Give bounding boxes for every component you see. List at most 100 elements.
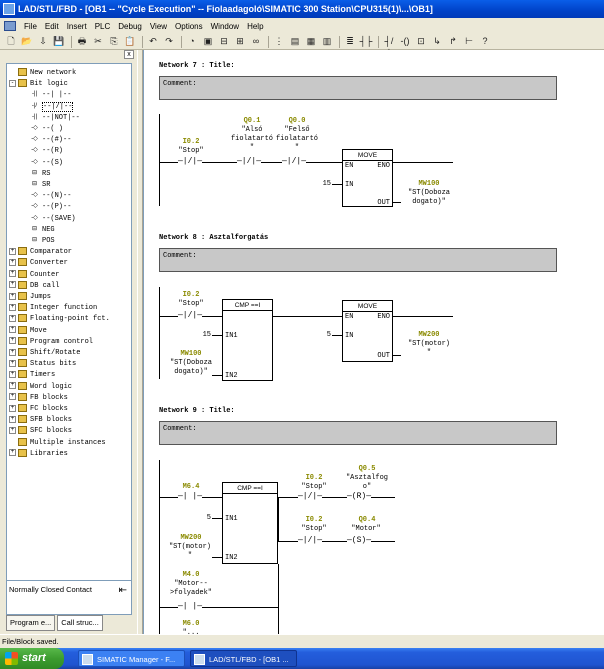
tree-item[interactable]: +SFB blocks — [9, 413, 72, 424]
n7-contact1[interactable]: —|/|— — [178, 157, 203, 166]
info-key-icon[interactable]: ⇤ — [118, 585, 127, 596]
menu-file[interactable]: File — [24, 21, 37, 31]
tree-item[interactable]: +FB blocks — [9, 391, 68, 402]
expand-icon[interactable]: + — [9, 247, 16, 255]
expand-icon[interactable]: + — [9, 370, 16, 378]
undo-icon[interactable]: ↶ — [149, 36, 157, 46]
tree-item[interactable]: +Move — [9, 324, 47, 335]
expand-icon[interactable]: + — [9, 337, 16, 345]
paste-icon[interactable]: 📋 — [124, 36, 136, 46]
tree-item[interactable]: +Libraries — [9, 447, 68, 458]
menu-window[interactable]: Window — [210, 21, 240, 31]
expand-icon[interactable]: + — [9, 348, 16, 356]
tree-item[interactable]: -||--| |-- — [21, 88, 71, 99]
tree-item[interactable]: +Word logic — [9, 380, 72, 391]
tree-item[interactable]: +Floating-point fct. — [9, 312, 110, 323]
branch-icon[interactable]: ⊞ — [236, 36, 244, 46]
expand-icon[interactable]: + — [9, 326, 16, 334]
tree-item[interactable]: +Jumps — [9, 290, 51, 301]
network-8-comment[interactable]: Comment: — [159, 248, 557, 272]
expand-icon[interactable]: + — [9, 270, 16, 278]
box-icon[interactable]: ⊡ — [417, 36, 425, 46]
tree-item[interactable]: +Timers — [9, 368, 55, 379]
tree-item[interactable]: -◇--(S) — [21, 156, 63, 167]
print-icon[interactable]: 🖶 — [77, 36, 87, 46]
n7-contact3[interactable]: —|/|— — [282, 157, 307, 166]
n8-move-box[interactable]: MOVE EN ENO IN OUT — [342, 300, 393, 362]
tree-item[interactable]: -Bit logic — [9, 77, 68, 88]
branch-open-icon[interactable]: ↳ — [433, 36, 441, 46]
expand-icon[interactable]: + — [9, 404, 16, 412]
new-icon[interactable]: 🗋 — [7, 36, 15, 46]
tree-item[interactable]: +Status bits — [9, 357, 76, 368]
tree-item[interactable]: +Counter — [9, 268, 59, 279]
ladder-editor[interactable]: Network 7 : Title: Comment: I0.2 "Stop" … — [143, 50, 604, 634]
tree-item[interactable]: -||--|NOT|-- — [21, 111, 80, 122]
n7-contact2[interactable]: —|/|— — [237, 157, 262, 166]
help-icon[interactable]: ? — [482, 36, 488, 46]
menu-options[interactable]: Options — [175, 21, 203, 31]
n8-cmp-box[interactable]: CMP ==I IN1 IN2 — [222, 299, 273, 381]
start-button[interactable]: start — [0, 648, 64, 669]
n9-coil1-reset[interactable]: —(R)— — [347, 492, 372, 501]
lad-icon[interactable]: ▦ — [306, 36, 316, 46]
network-8-title[interactable]: Network 8 : Asztalforgatás — [159, 234, 269, 242]
collapse-icon[interactable]: - — [9, 79, 16, 87]
menu-view[interactable]: View — [149, 21, 168, 31]
contact-no-icon[interactable]: ┤├ — [359, 36, 373, 46]
taskbar-simatic-manager[interactable]: SIMATIC Manager - F... — [78, 650, 185, 667]
tree-item[interactable]: +DB call — [9, 279, 59, 290]
network-9-title[interactable]: Network 9 : Title: — [159, 407, 235, 415]
n9-contact3[interactable]: —|/|— — [298, 536, 323, 545]
close-pane-icon[interactable]: x — [124, 50, 134, 59]
cut-icon[interactable]: ✂ — [94, 36, 102, 46]
expand-icon[interactable]: + — [9, 292, 16, 300]
expand-icon[interactable]: + — [9, 281, 16, 289]
tree-item[interactable]: -◇--(SAVE) — [21, 212, 75, 223]
download-icon[interactable]: ⇩ — [39, 36, 47, 46]
n9-coil2-set[interactable]: —(S)— — [347, 536, 372, 545]
expand-icon[interactable]: + — [9, 426, 16, 434]
network-7-comment[interactable]: Comment: — [159, 76, 557, 100]
expand-icon[interactable]: + — [9, 382, 16, 390]
branch-close-icon[interactable]: ↱ — [449, 36, 457, 46]
toggle-icon[interactable]: ⋮ — [274, 36, 284, 46]
expand-icon[interactable]: + — [9, 449, 16, 457]
expand-icon[interactable]: + — [9, 303, 16, 311]
tree-item[interactable]: Multiple instances — [9, 436, 106, 447]
network-icon[interactable]: ⊟ — [220, 36, 228, 46]
expand-icon[interactable]: + — [9, 415, 16, 423]
n9-contact1[interactable]: —| |— — [178, 492, 203, 501]
tab-program-elements[interactable]: Program e... — [6, 615, 56, 631]
tree-item[interactable]: New network — [9, 66, 76, 77]
open-icon[interactable]: 📂 — [21, 36, 33, 46]
tree-item[interactable]: +FC blocks — [9, 402, 68, 413]
tree-item[interactable]: +Program control — [9, 335, 93, 346]
mdi-window-icon[interactable] — [4, 21, 16, 31]
tree-item[interactable]: ⊟NEG — [21, 223, 55, 234]
expand-icon[interactable]: + — [9, 359, 16, 367]
stl-icon[interactable]: ≣ — [346, 36, 354, 46]
redo-icon[interactable]: ↷ — [165, 36, 173, 46]
n9-contact2[interactable]: —|/|— — [298, 492, 323, 501]
program-elements-tree[interactable]: New network-Bit logic-||--| |---|/--|/|-… — [6, 63, 132, 581]
menu-edit[interactable]: Edit — [44, 21, 59, 31]
tree-item[interactable]: +Shift/Rotate — [9, 346, 80, 357]
n8-contact1[interactable]: —|/|— — [178, 311, 203, 320]
copy-icon[interactable]: ⎘ — [110, 36, 118, 46]
glasses-icon[interactable]: ∞ — [252, 36, 260, 46]
tree-item[interactable]: ⊟RS — [21, 167, 50, 178]
tree-item[interactable]: -|/--|/|-- — [21, 100, 74, 112]
tree-item[interactable]: ⊟POS — [21, 234, 55, 245]
menu-debug[interactable]: Debug — [118, 21, 142, 31]
network-9-comment[interactable]: Comment: — [159, 421, 557, 445]
tree-item[interactable]: -◇--(N)-- — [21, 189, 71, 200]
tree-item[interactable]: -◇--( ) — [21, 122, 63, 133]
contact-nc-icon[interactable]: ┤/├ — [384, 36, 394, 59]
tab-call-structure[interactable]: Call struc... — [57, 615, 103, 631]
n9-contact4[interactable]: —| |— — [178, 602, 203, 611]
tree-item[interactable]: +SFC blocks — [9, 424, 72, 435]
menu-insert[interactable]: Insert — [66, 21, 87, 31]
network-7-title[interactable]: Network 7 : Title: — [159, 62, 235, 70]
tree-item[interactable]: +Comparator — [9, 245, 72, 256]
